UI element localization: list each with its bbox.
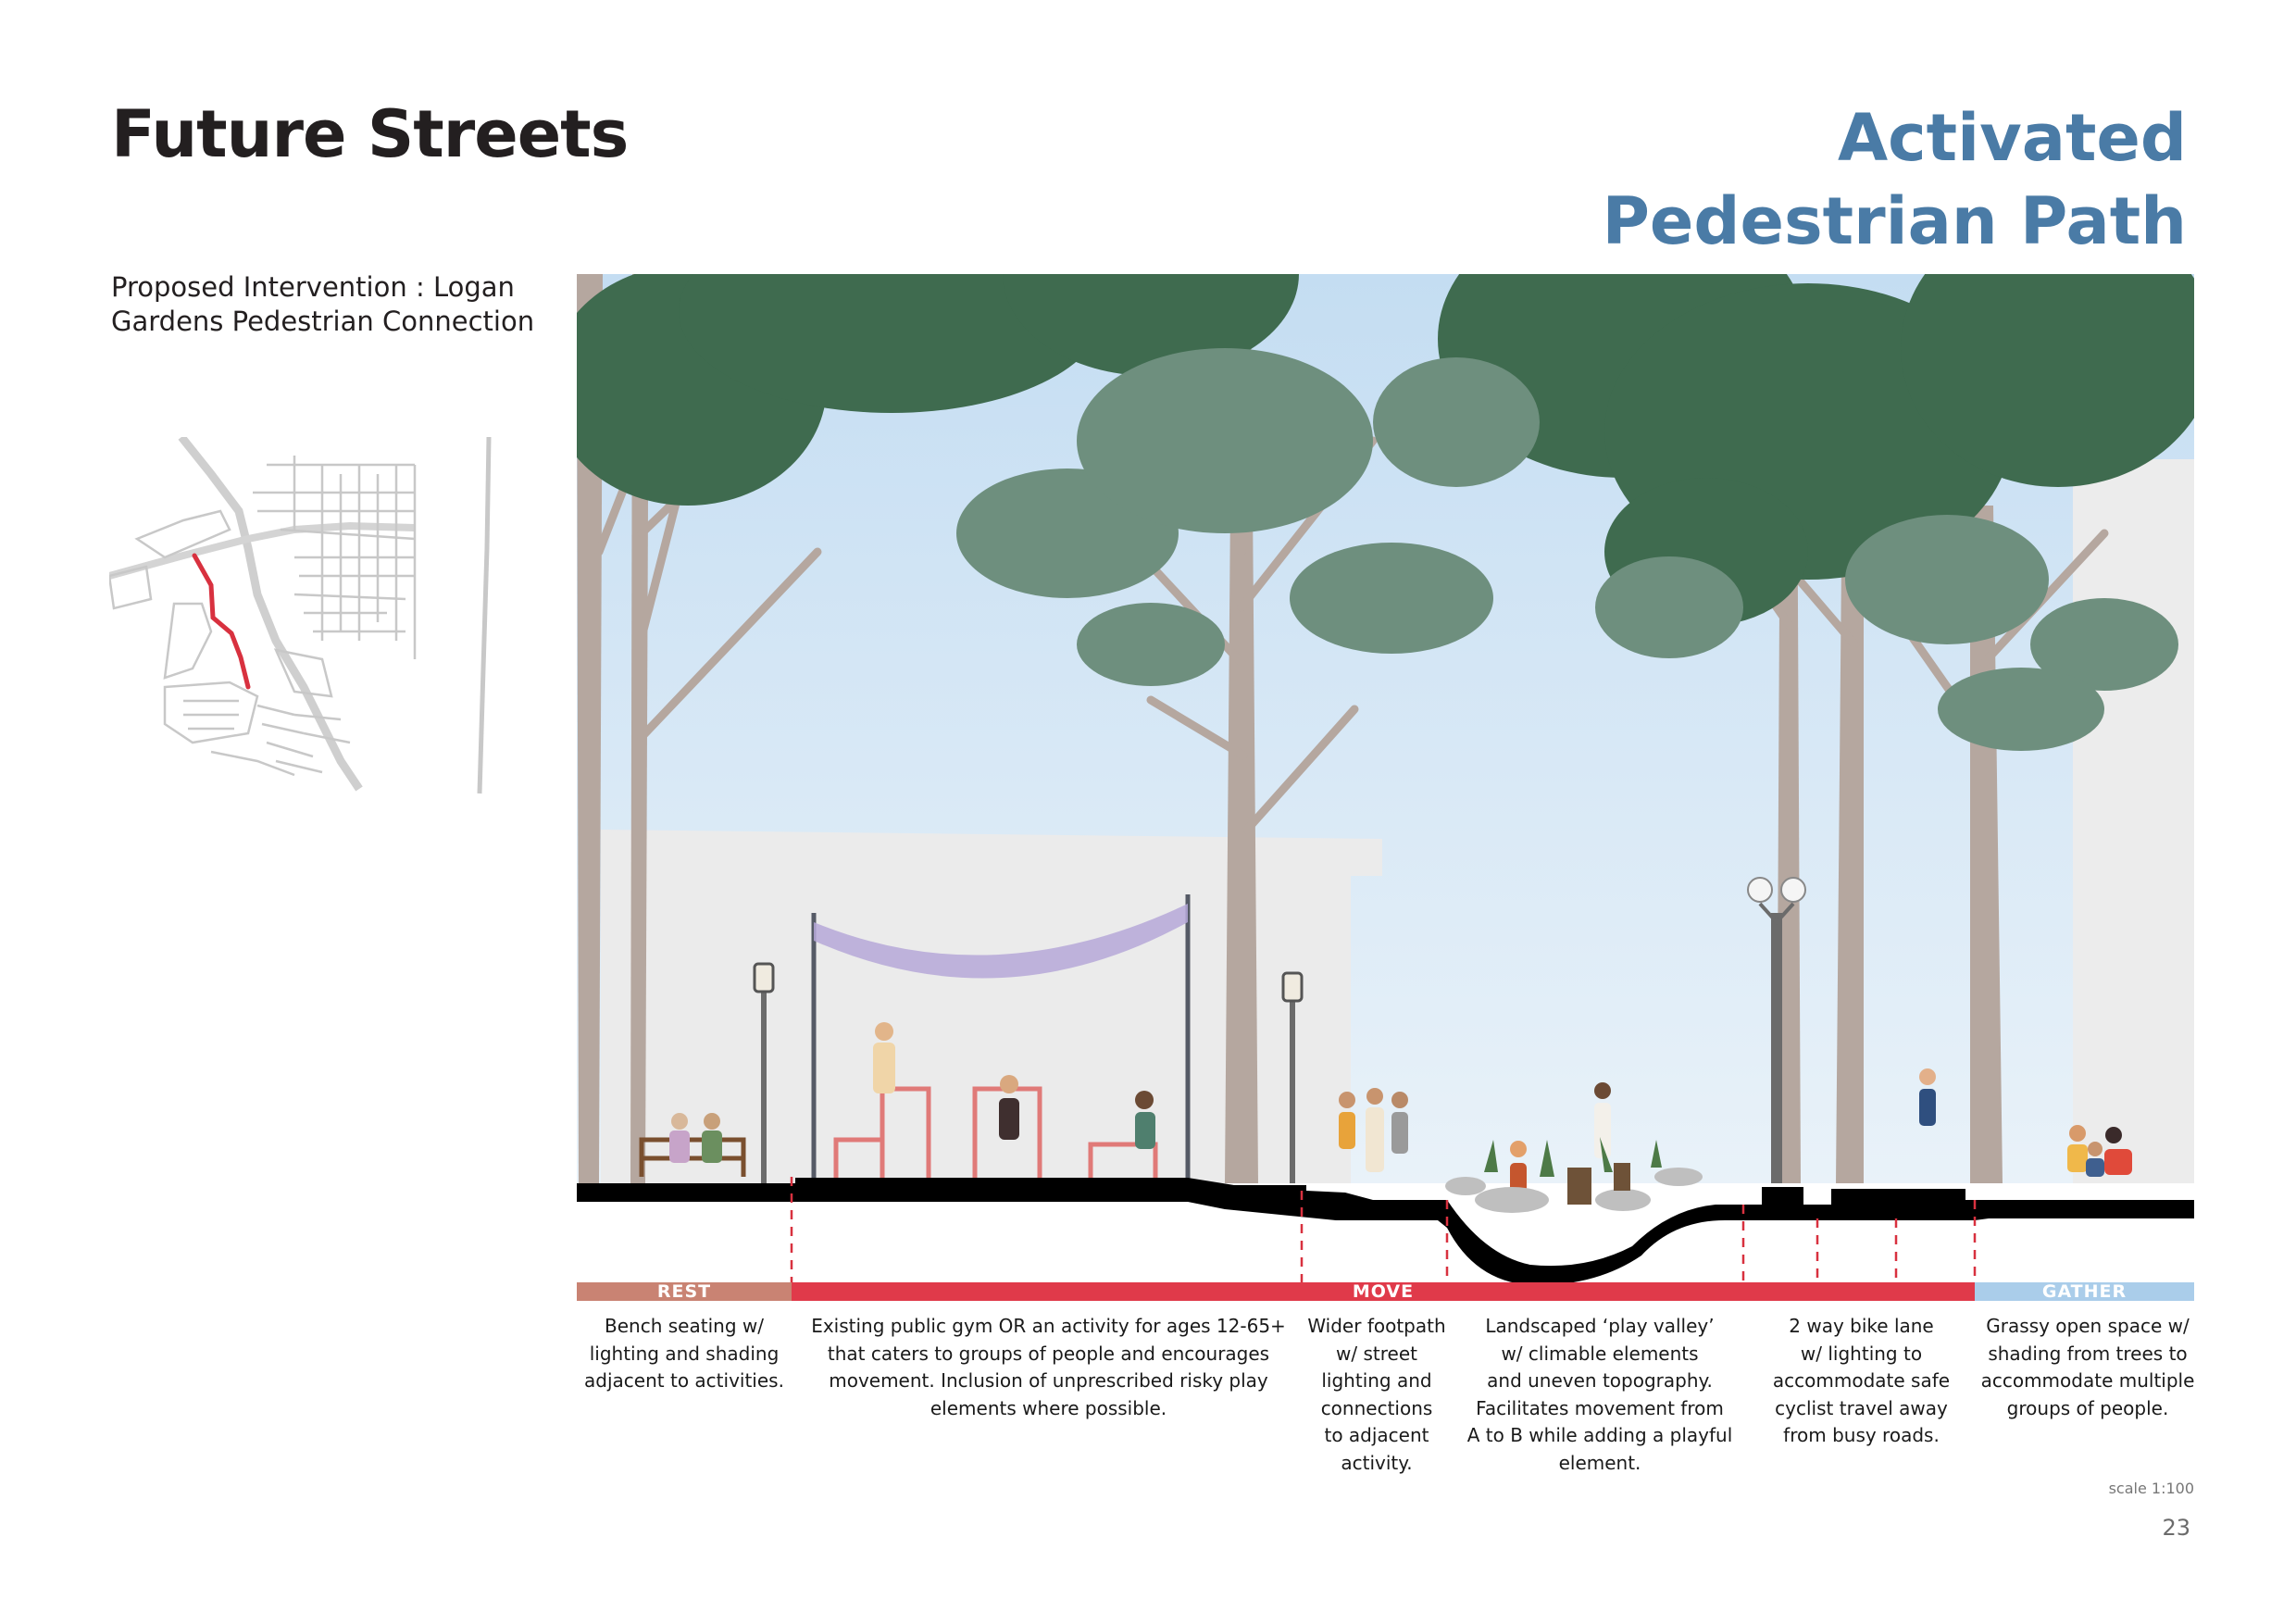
note-line: and uneven topography. <box>1487 1369 1713 1392</box>
note-line: Grassy open space w/ <box>1986 1315 2190 1337</box>
intervention-line-2: Gardens Pedestrian Connection <box>111 306 535 337</box>
note-line: Facilitates movement from <box>1476 1396 1724 1419</box>
scale-label: scale 1:100 <box>2108 1480 2194 1497</box>
note-play-valley: Landscaped ‘play valley’ w/ climable ele… <box>1452 1313 1748 1477</box>
street-lamp <box>753 877 1806 1183</box>
note-grassy-open-space: Grassy open space w/ shading from trees … <box>1977 1313 2199 1422</box>
note-line: accommodate safe <box>1772 1369 1951 1392</box>
note-line: accommodate multiple <box>1980 1369 2195 1392</box>
people-figures <box>669 1022 2132 1205</box>
note-line: cyclist travel away <box>1775 1396 1948 1419</box>
bench <box>639 1137 746 1177</box>
note-public-gym: Existing public gym OR an activity for a… <box>796 1313 1301 1422</box>
zone-move-label: MOVE <box>792 1282 1975 1301</box>
zone-dividers <box>790 1177 1977 1296</box>
note-line: Bench seating w/ <box>605 1315 764 1337</box>
zone-gather-label: GATHER <box>1975 1282 2194 1301</box>
note-line: lighting and shading <box>589 1342 780 1365</box>
shade-sail <box>814 904 1188 979</box>
note-line: element. <box>1558 1451 1641 1474</box>
note-line: w/ lighting to <box>1800 1342 1923 1365</box>
valley-landscaping <box>1445 1137 1703 1213</box>
note-line: activity. <box>1341 1451 1413 1474</box>
note-bike-lane: 2 way bike lane w/ lighting to accommoda… <box>1748 1313 1975 1450</box>
note-line: movement. Inclusion of unprescribed risk… <box>829 1369 1268 1392</box>
proposed-intervention-label: Proposed Intervention : Logan Gardens Pe… <box>111 270 537 339</box>
background-building <box>601 830 1382 1183</box>
note-line: lighting and <box>1321 1369 1432 1392</box>
ground-section <box>577 1178 2194 1286</box>
note-line: Landscaped ‘play valley’ <box>1485 1315 1715 1337</box>
proposed-route-line <box>192 553 251 690</box>
street-section-illustration <box>577 274 2194 1296</box>
note-line: A to B while adding a playful <box>1466 1424 1733 1446</box>
section-title-line-2: Pedestrian Path <box>1602 183 2187 259</box>
tree-canopy-light <box>956 348 2178 751</box>
note-line: shading from trees to <box>1988 1342 2188 1365</box>
note-line: groups of people. <box>2006 1396 2169 1419</box>
note-line: to adjacent <box>1324 1424 1429 1446</box>
note-line: from busy roads. <box>1783 1424 1940 1446</box>
page-title: Future Streets <box>111 96 629 172</box>
shade-sail-structure <box>811 894 1191 1183</box>
note-line: 2 way bike lane <box>1789 1315 1934 1337</box>
zone-rest-label: REST <box>577 1282 792 1301</box>
note-line: Wider footpath <box>1307 1315 1446 1337</box>
background-building-right <box>2073 459 2194 1183</box>
section-title: Activated Pedestrian Path <box>1603 96 2187 263</box>
note-line: that caters to groups of people and enco… <box>827 1342 1270 1365</box>
location-map <box>109 437 492 794</box>
note-wider-footpath: Wider footpath w/ street lighting and co… <box>1304 1313 1450 1477</box>
page-number: 23 <box>2162 1515 2190 1541</box>
note-line: Existing public gym OR an activity for a… <box>811 1315 1286 1337</box>
section-title-line-1: Activated <box>1837 100 2187 176</box>
note-line: connections <box>1320 1396 1433 1419</box>
note-line: w/ street <box>1336 1342 1417 1365</box>
zone-bars: REST MOVE GATHER <box>577 1282 2194 1301</box>
note-bench-seating: Bench seating w/ lighting and shading ad… <box>577 1313 792 1395</box>
note-line: elements where possible. <box>930 1396 1167 1419</box>
note-line: w/ climable elements <box>1501 1342 1699 1365</box>
intervention-line-1: Proposed Intervention : Logan <box>111 271 515 303</box>
note-line: adjacent to activities. <box>584 1369 784 1392</box>
